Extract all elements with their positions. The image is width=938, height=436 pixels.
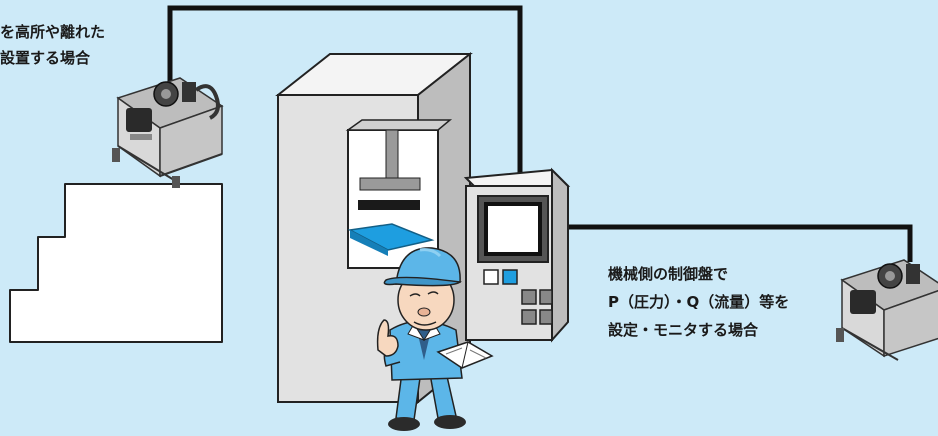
caption-right-line2: P（圧力）・Q（流量）等を <box>608 293 790 311</box>
caption-remote-installation: を高所や離れた 設置する場合 <box>0 18 105 72</box>
signal-cable-right <box>565 224 913 262</box>
signal-cable-left <box>167 5 523 178</box>
caption-right-line3: 設定・モニタする場合 <box>608 321 759 339</box>
caption-left-line2: 設置する場合 <box>0 49 91 67</box>
caption-right-line1: 機械側の制御盤で <box>608 265 729 283</box>
caption-panel-control: 機械側の制御盤で P（圧力）・Q（流量）等を 設定・モニタする場合 <box>608 260 789 344</box>
caption-left-line1: を高所や離れた <box>0 23 106 41</box>
hydraulic-unit-icon <box>112 77 224 188</box>
hydraulic-unit-icon <box>836 259 938 361</box>
staircase <box>9 183 223 343</box>
worker-illustration <box>376 247 494 431</box>
